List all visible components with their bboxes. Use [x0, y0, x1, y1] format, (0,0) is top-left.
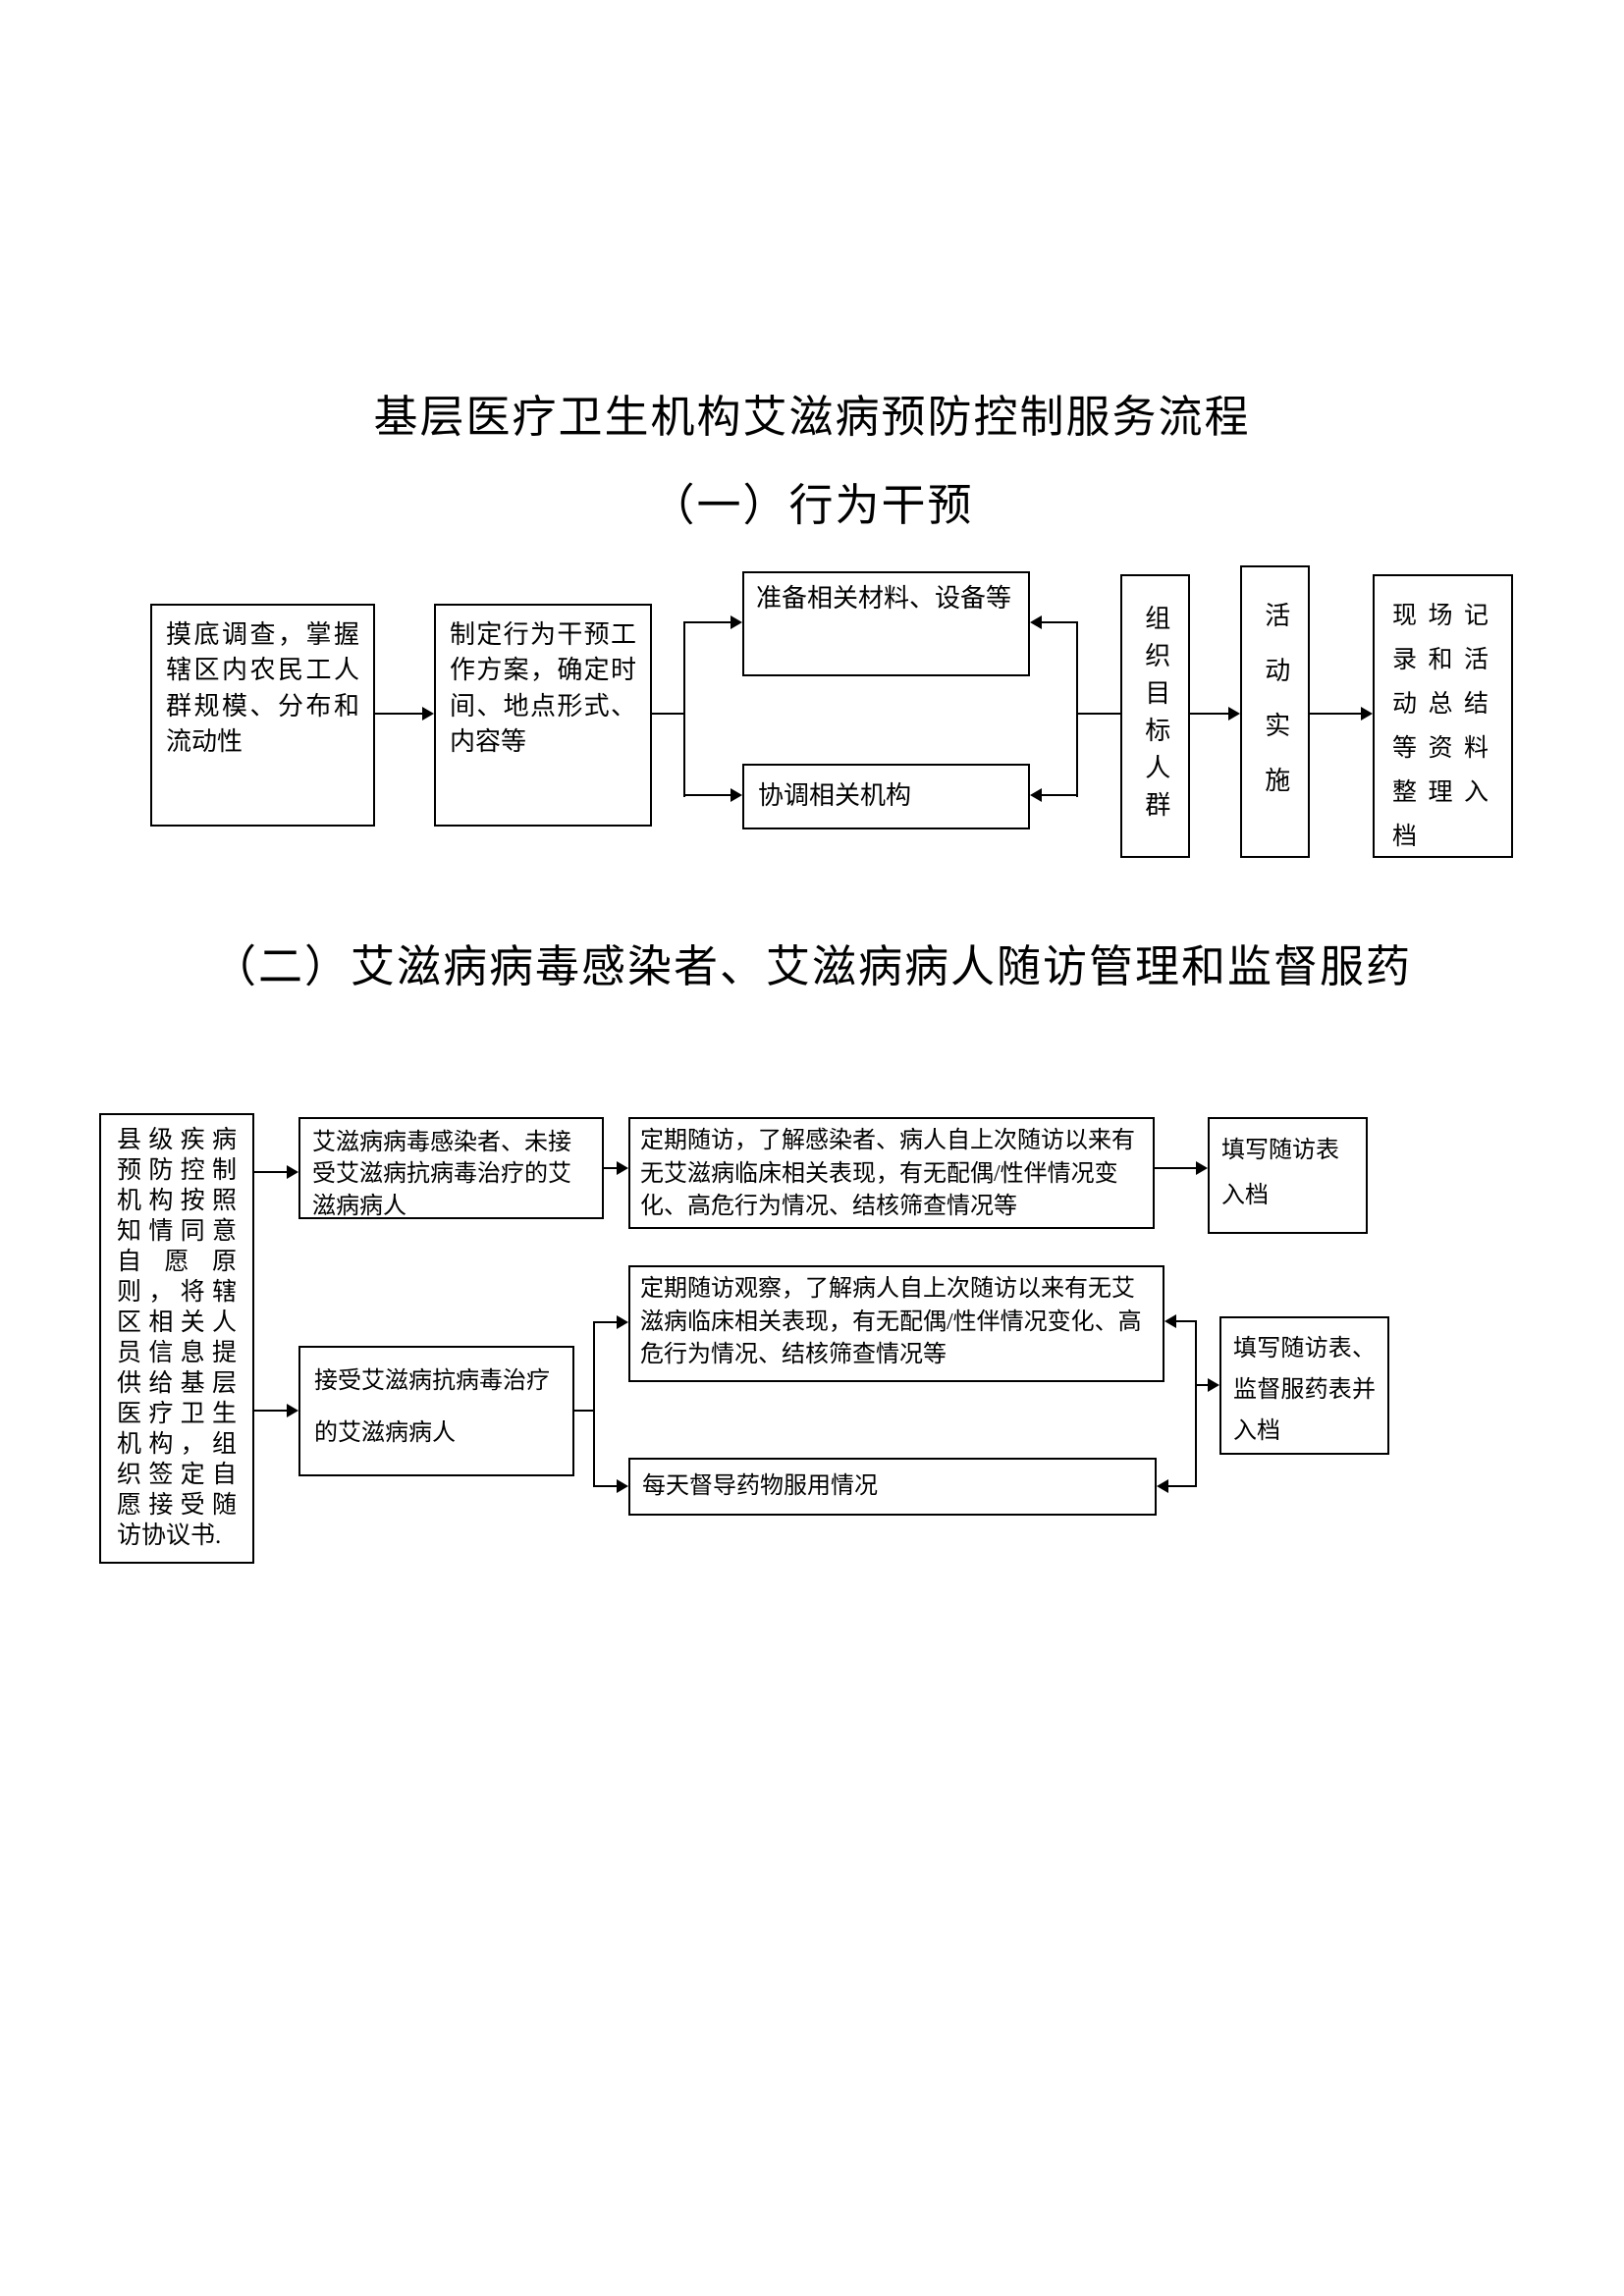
arrow-merge-supervise-head [1157, 1479, 1168, 1493]
section2-title: （二）艾滋病病毒感染者、艾滋病病人随访管理和监督服药 [211, 942, 1412, 991]
arrow-untreated-to-followup-head [617, 1161, 628, 1175]
flow2-fill-forms-archive-box: 填写随访表、监督服药表并入档 [1219, 1316, 1389, 1455]
flow2-treated-patients-box: 接受艾滋病抗病毒治疗的艾滋病病人 [298, 1346, 574, 1476]
arrow-cdc-to-treated-line [254, 1410, 287, 1412]
arrow-implement-to-archive-head [1361, 707, 1373, 721]
connector-treated-branch-line [593, 1321, 595, 1487]
arrow-plan-to-materials-line [683, 621, 731, 623]
flow1-implement-box: 活动实施 [1240, 565, 1310, 858]
arrow-organize-to-implement-line [1190, 713, 1228, 715]
arrow-implement-to-archive-line [1310, 713, 1361, 715]
flow1-plan-box: 制定行为干预工作方案，确定时间、地点形式、内容等 [434, 604, 652, 827]
arrow-treated-to-observe-head [617, 1315, 628, 1329]
arrow-treated-to-supervise-head [617, 1479, 628, 1493]
arrow-to-materials-line [1040, 621, 1078, 623]
arrow-plan-to-materials-head [731, 615, 742, 629]
arrow-merge-observe-head [1164, 1314, 1176, 1328]
arrow-cdc-to-treated-head [287, 1404, 298, 1417]
connector-plan-out-line [652, 713, 685, 715]
arrow-treated-to-observe-line [593, 1321, 617, 1323]
arrow-cdc-to-untreated-head [287, 1165, 298, 1179]
arrow-organize-to-implement-head [1228, 707, 1240, 721]
flow1-survey-box: 摸底调查，掌握辖区内农民工人群规模、分布和流动性 [150, 604, 375, 827]
flow2-county-cdc-box: 县级疾病预防控制机构按照知情同意自愿原则，将辖区相关人员信息提供给基层医疗卫生机… [99, 1113, 254, 1564]
arrow-cdc-to-untreated-line [254, 1171, 287, 1173]
connector-plan-branch-line [683, 621, 685, 797]
arrow-plan-to-coordinate-line [683, 794, 731, 796]
flow1-materials-box: 准备相关材料、设备等 [742, 571, 1030, 676]
flow1-archive-box: 现场记录和活动总结等资料整理入档 [1373, 574, 1513, 858]
flow1-implement-label: 活动实施 [1261, 602, 1290, 822]
flow1-organize-target-box: 组织目标人群 [1120, 574, 1190, 858]
arrow-merge-to-forms-head [1208, 1378, 1219, 1392]
arrow-followup-to-form-head [1196, 1161, 1208, 1175]
arrow-merge-to-forms-line [1197, 1384, 1208, 1386]
connector-merge-line [1195, 1320, 1197, 1487]
section1-title: （一）行为干预 [650, 481, 974, 530]
flow2-fill-followup-form-box: 填写随访表入档 [1208, 1117, 1368, 1234]
arrow-survey-to-plan-line [375, 713, 422, 715]
flow1-coordinate-box: 协调相关机构 [742, 764, 1030, 829]
flow2-regular-followup-box: 定期随访，了解感染者、病人自上次随访以来有无艾滋病临床相关表现，有无配偶/性伴情… [628, 1117, 1155, 1229]
connector-organize-branch-line [1076, 621, 1078, 797]
flow2-untreated-patients-box: 艾滋病病毒感染者、未接受艾滋病抗病毒治疗的艾滋病病人 [298, 1117, 604, 1219]
flow2-daily-supervise-box: 每天督导药物服用情况 [628, 1458, 1157, 1516]
arrow-to-materials-head [1030, 615, 1042, 629]
arrow-to-coordinate-line [1040, 794, 1078, 796]
connector-treated-out-line [574, 1410, 595, 1412]
connector-organize-in-line [1076, 713, 1120, 715]
arrow-untreated-to-followup-line [604, 1167, 617, 1169]
arrow-followup-to-form-line [1155, 1167, 1196, 1169]
arrow-treated-to-supervise-line [593, 1485, 617, 1487]
flow2-followup-observe-box: 定期随访观察，了解病人自上次随访以来有无艾滋病临床相关表现，有无配偶/性伴情况变… [628, 1265, 1164, 1382]
arrow-survey-to-plan-head [422, 707, 434, 721]
arrow-merge-observe-line [1176, 1320, 1197, 1322]
document-title: 基层医疗卫生机构艾滋病预防控制服务流程 [373, 393, 1251, 442]
arrow-merge-supervise-line [1168, 1485, 1197, 1487]
flow1-organize-target-label: 组织目标人群 [1141, 604, 1170, 828]
arrow-to-coordinate-head [1030, 788, 1042, 802]
arrow-plan-to-coordinate-head [731, 788, 742, 802]
